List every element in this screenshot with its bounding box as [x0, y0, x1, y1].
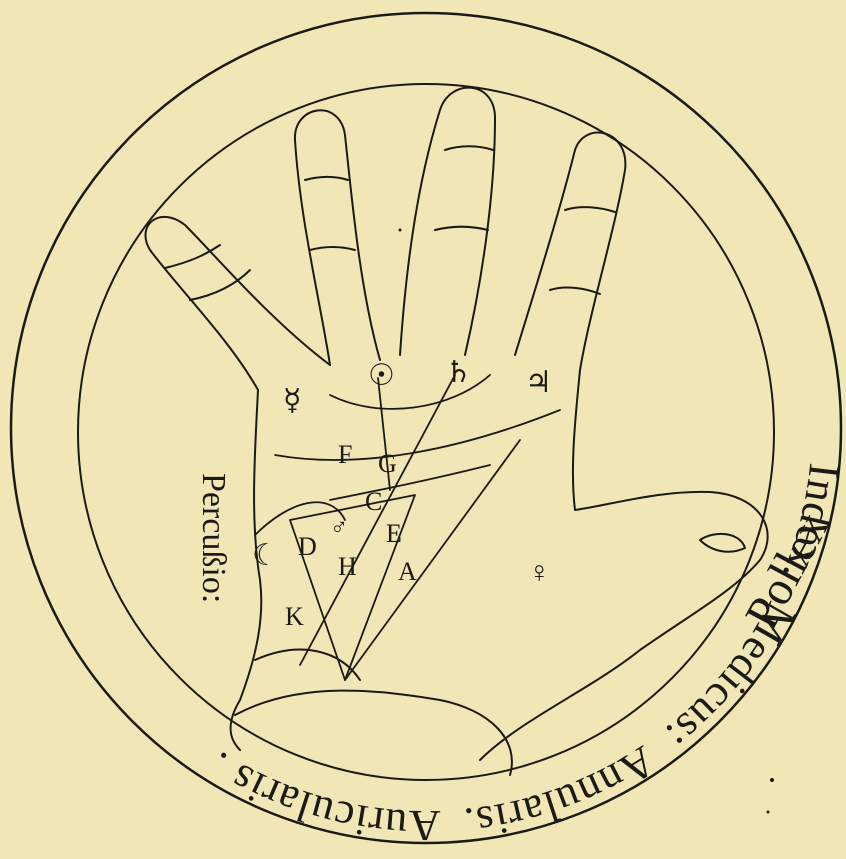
- mars-sign: ♂: [330, 515, 348, 541]
- letter-E: E: [386, 519, 402, 548]
- letter-D: D: [298, 532, 317, 561]
- sun-sign: ☉: [368, 359, 395, 392]
- venus-sign: ♀: [528, 556, 551, 589]
- letter-A: A: [398, 557, 417, 586]
- saturn-sign: ♄: [445, 356, 472, 389]
- letter-K: K: [285, 602, 304, 631]
- mercury-sign: ☿: [283, 384, 301, 417]
- letter-F: F: [338, 440, 352, 469]
- letter-C: C: [365, 487, 382, 516]
- inner-circle: [78, 84, 774, 780]
- palm-lines: [255, 375, 560, 680]
- percussio-label: Percußio:: [195, 473, 232, 603]
- letter-H: H: [338, 552, 357, 581]
- rim-auricularis: Auricularis .: [199, 742, 441, 850]
- hand-outline: [145, 88, 767, 775]
- letter-G: G: [378, 449, 397, 478]
- jupiter-sign: ♃: [525, 366, 552, 399]
- letter-labels: F G C D H E A K: [285, 440, 417, 631]
- moon-sign: ☾: [252, 539, 279, 572]
